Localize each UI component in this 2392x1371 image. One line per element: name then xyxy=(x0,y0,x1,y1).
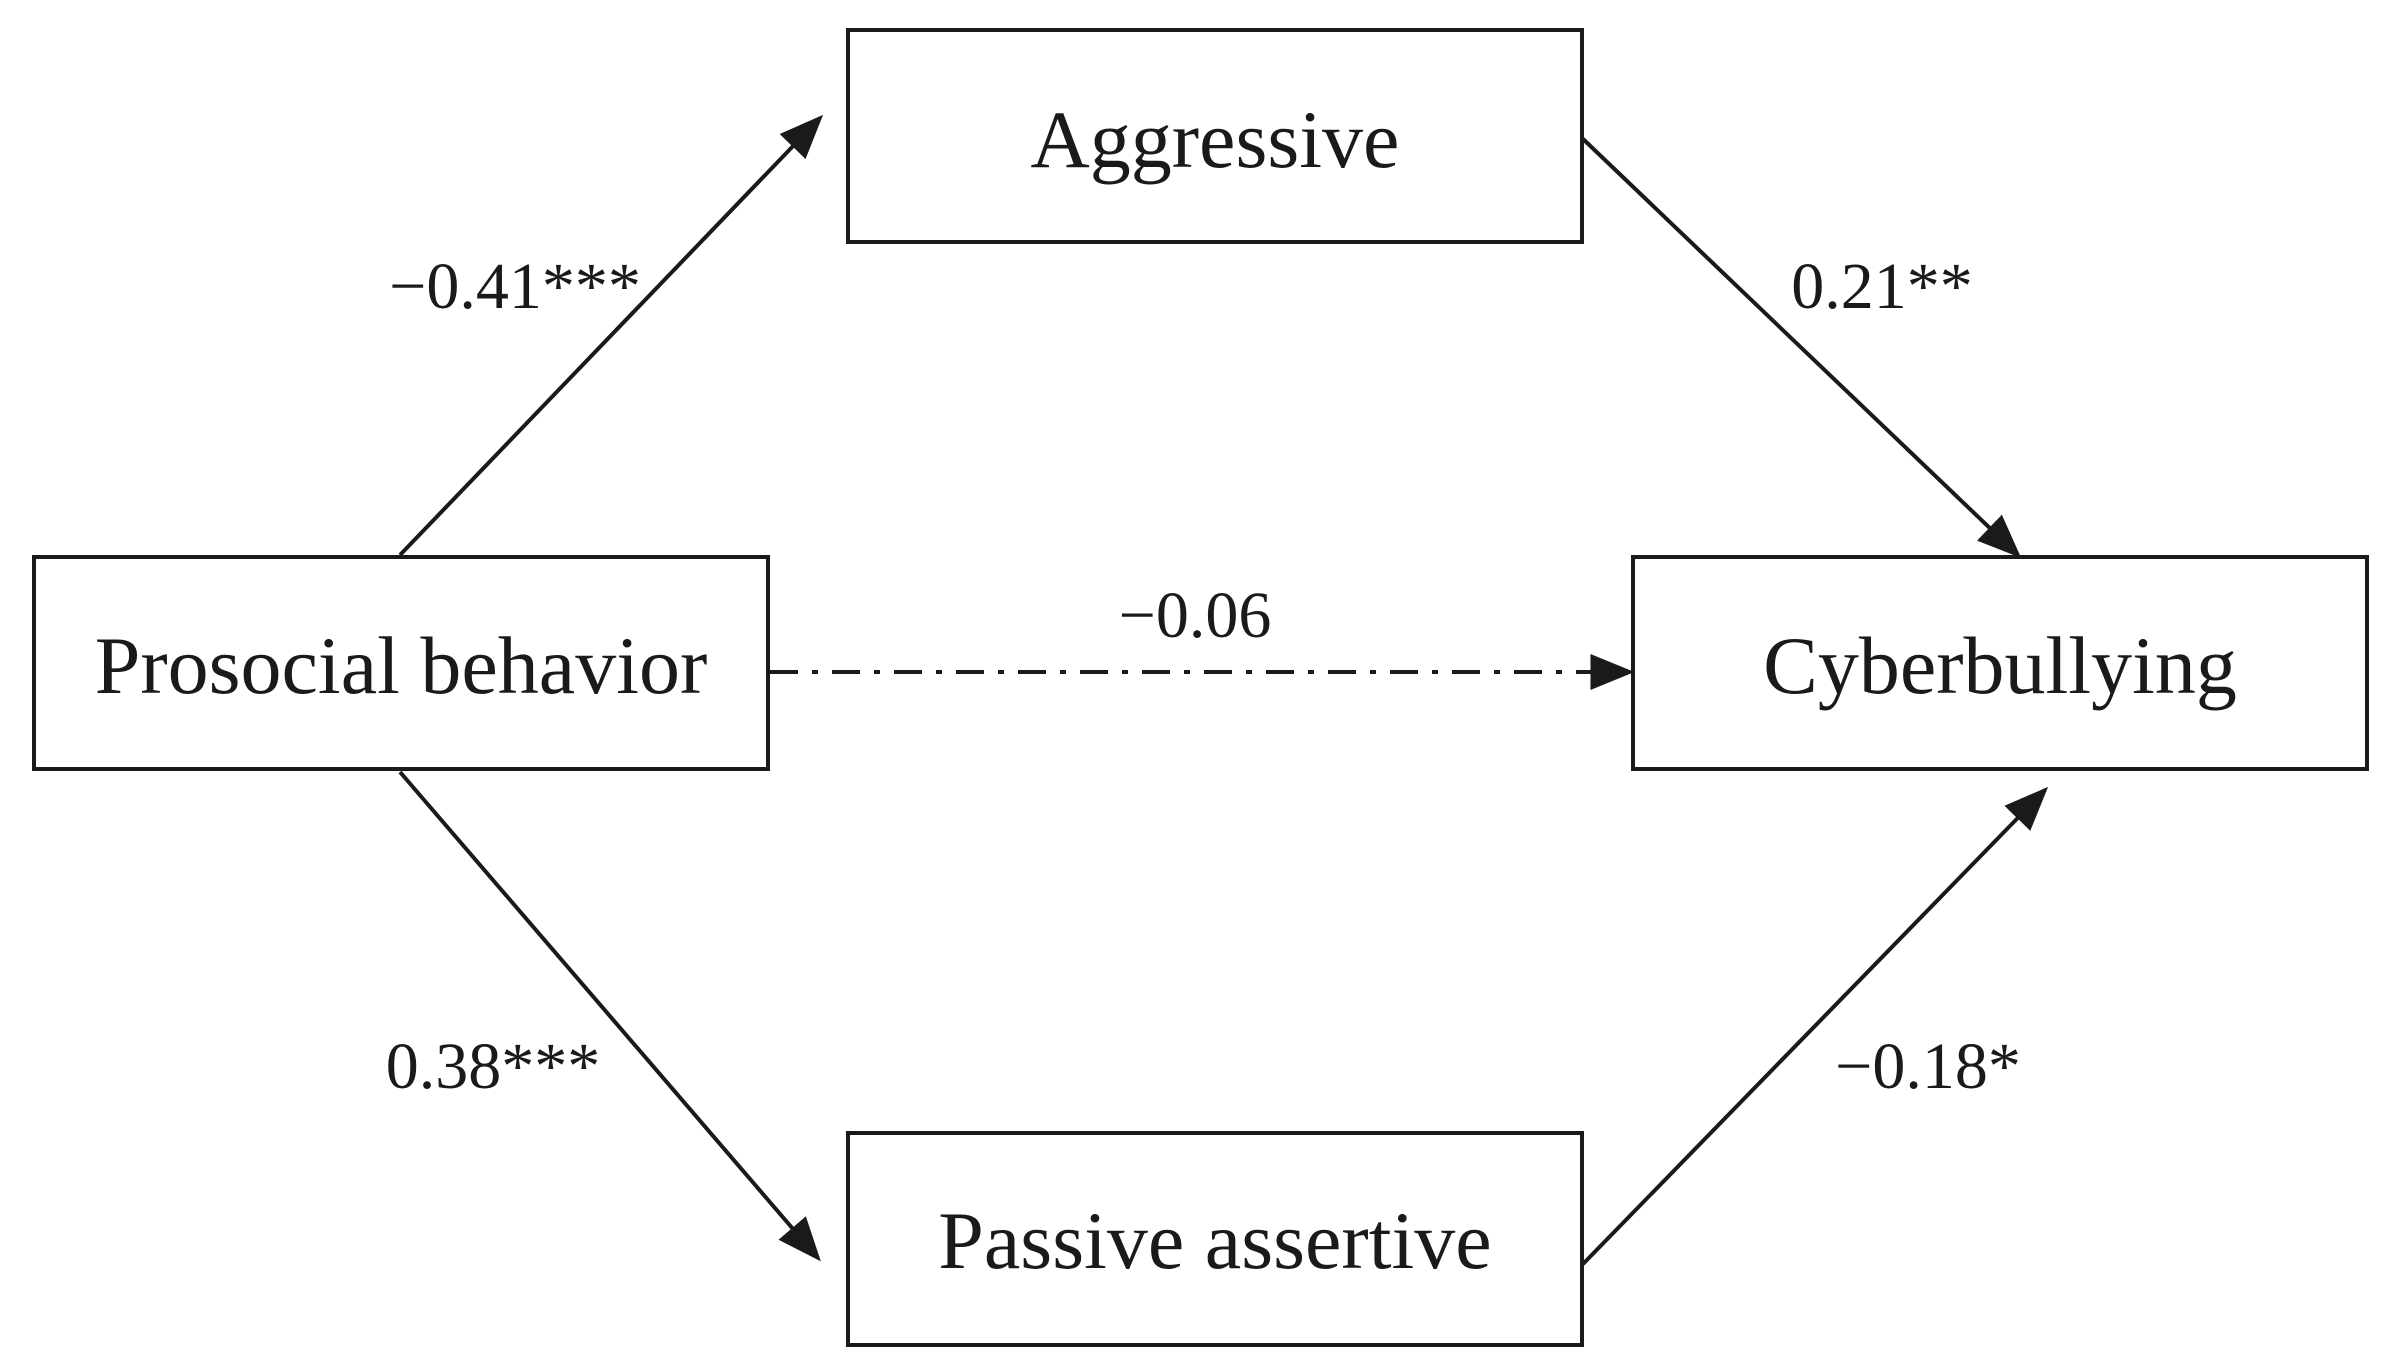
node-passive-assertive-label: Passive assertive xyxy=(938,1195,1491,1286)
node-cyberbullying: Cyberbullying xyxy=(1631,555,2369,771)
node-aggressive-label: Aggressive xyxy=(1031,94,1400,185)
coef-prosocial-to-aggressive: −0.41*** xyxy=(389,250,641,323)
coef-prosocial-to-passive: 0.38*** xyxy=(386,1030,601,1103)
node-aggressive: Aggressive xyxy=(846,28,1584,244)
arrow-prosocial-to-aggressive xyxy=(398,114,824,557)
arrow-aggressive-to-cyberbullying xyxy=(1580,136,2022,559)
coef-prosocial-to-cyberbullying: −0.06 xyxy=(1119,579,1272,652)
arrow-prosocial-to-passive xyxy=(398,770,821,1262)
coef-passive-to-cyberbullying: −0.18* xyxy=(1835,1030,2021,1103)
node-prosocial-behavior-label: Prosocial behavior xyxy=(95,620,708,711)
node-prosocial-behavior: Prosocial behavior xyxy=(32,555,770,771)
node-cyberbullying-label: Cyberbullying xyxy=(1763,620,2237,711)
node-passive-assertive: Passive assertive xyxy=(846,1131,1584,1347)
coef-aggressive-to-cyberbullying: 0.21** xyxy=(1791,250,1973,323)
arrow-passive-to-cyberbullying xyxy=(1580,786,2049,1267)
